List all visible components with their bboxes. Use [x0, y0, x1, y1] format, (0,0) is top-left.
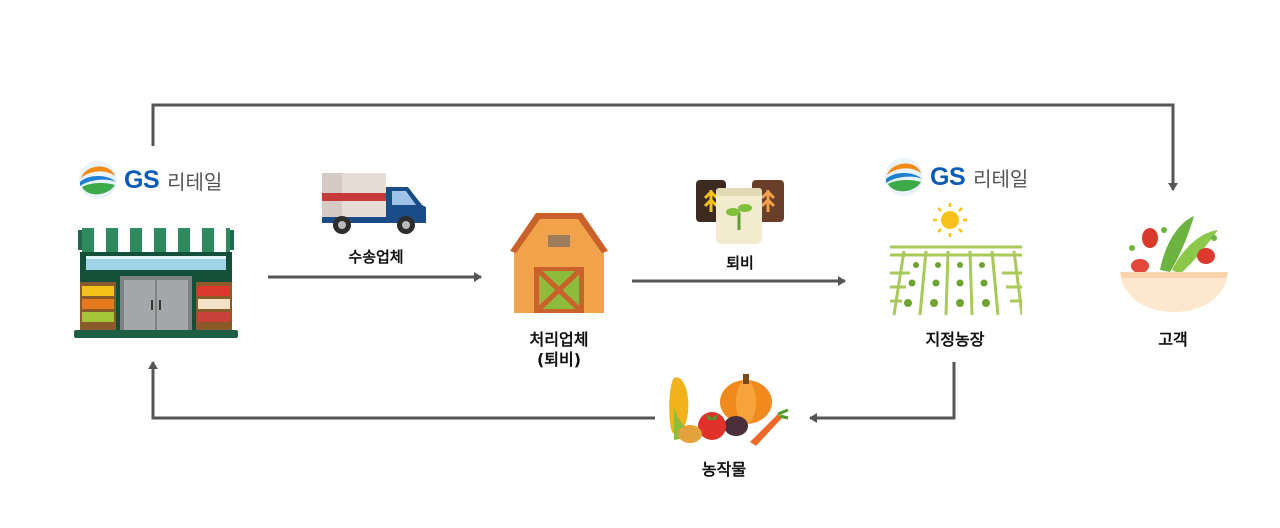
crops-label: 농작물 [701, 460, 747, 479]
gs-swirl-icon [885, 158, 923, 196]
customer-label: 고객 [1158, 330, 1188, 349]
gs-brand-text: GS [124, 165, 160, 194]
gs-retail-logo-right: GS 리테일 [884, 157, 1028, 197]
arrow-store-to-customer [151, 103, 1178, 191]
crops-icon [669, 374, 789, 446]
truck-icon [322, 173, 426, 234]
gs-swirl-icon [79, 161, 117, 199]
salad-bowl-icon [1120, 216, 1228, 312]
gs-brand-text: GS [930, 162, 966, 191]
processor-label-line1: 처리업체 [529, 330, 589, 349]
compost-bags-icon [696, 180, 784, 244]
compost-label: 퇴비 [726, 254, 754, 272]
gs-retail-logo-left: GS 리테일 [78, 160, 222, 200]
retail-text: 리테일 [973, 166, 1029, 191]
farm-field-icon [890, 203, 1022, 316]
arrow-crops-to-store [148, 361, 655, 420]
processor-label-line2: (퇴비) [536, 350, 582, 369]
store-icon [74, 228, 238, 338]
arrow-farm-to-crops [809, 362, 956, 423]
barn-icon [510, 213, 608, 313]
transport-label: 수송업체 [348, 248, 404, 266]
retail-text: 리테일 [167, 169, 223, 194]
farm-label: 지정농장 [925, 330, 985, 349]
